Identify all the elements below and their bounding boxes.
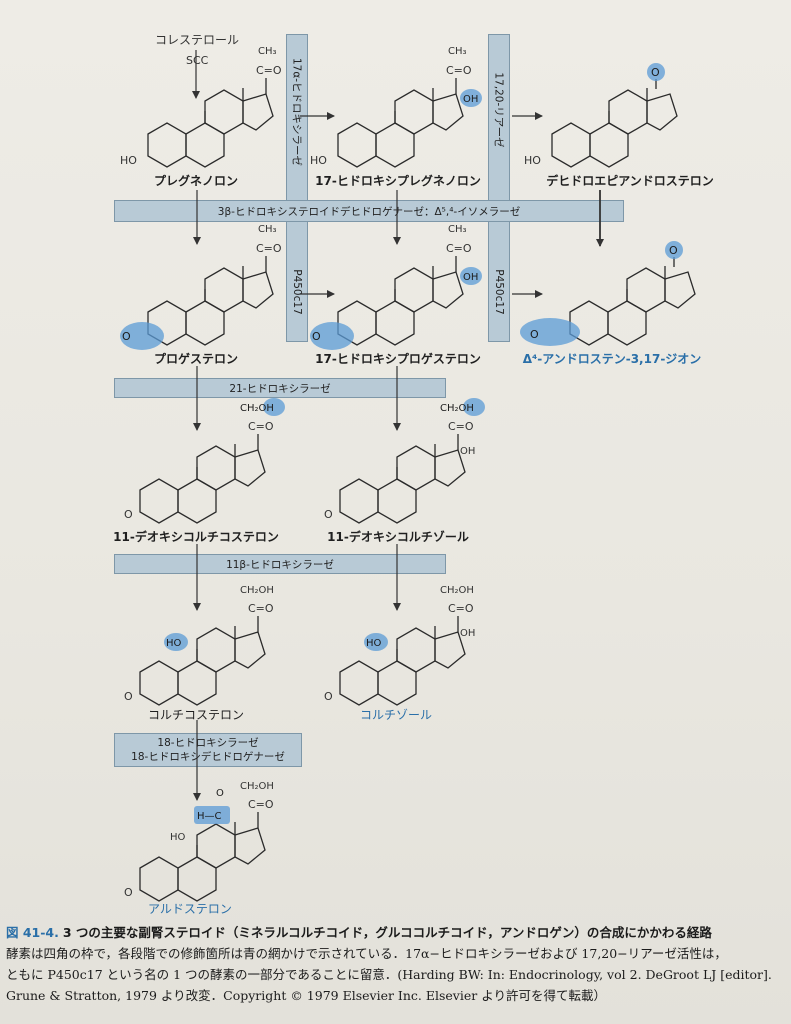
cholesterol-label: コレステロール [155, 33, 239, 47]
deoxycortisol-structure: C=O CH₂OH OH O [324, 398, 485, 524]
deoxycorticosterone-co: C=O [248, 420, 274, 433]
dhea-ho: HO [524, 154, 541, 167]
corticosterone-o: O [124, 690, 133, 703]
hydroxyprogesterone-oh-highlight [460, 267, 482, 285]
deoxycortisol-ch2oh: CH₂OH [440, 403, 474, 414]
deoxycorticosterone-structure: C=O CH₂OH O [124, 398, 285, 524]
deoxycorticosterone-ch2oh: CH₂OH [240, 403, 274, 414]
caption-line1: 図 41-4. 3 つの主要な副腎ステロイド（ミネラルコルチコイド，グルココルチ… [6, 922, 786, 943]
androstenedione-o3: O [530, 328, 539, 341]
androstenedione-structure: O O [520, 241, 696, 346]
hydroxypregnenolone-oh: OH [463, 94, 478, 105]
cortisol-ho-highlight [364, 633, 388, 651]
hydroxyprogesterone-oh: OH [463, 272, 478, 283]
caption-figure-number: 図 41-4. [6, 925, 59, 940]
cortisol-ho: HO [366, 638, 382, 649]
caption-line2: 酵素は四角の枠で，各段階での修飾箇所は青の網かけで示されている．17α−ヒドロキ… [6, 946, 727, 961]
hydroxyprogesterone-name: 17-ヒドロキシプロゲステロン [315, 352, 481, 366]
deoxycortisol-o: O [324, 508, 333, 521]
hydroxypregnenolone-co: C=O [446, 64, 472, 77]
hydroxypregnenolone-structure: C=O CH₃ OH HO [310, 46, 482, 168]
cyp21-enzyme-label: 21-ヒドロキシラーゼ [229, 382, 331, 395]
corticosterone-co: C=O [248, 602, 274, 615]
hsd3b-enzyme-label: 3β-ヒドロキシステロイドデヒドロゲナーゼ：Δ⁵,⁴-イソメラーゼ [217, 205, 521, 218]
corticosterone-ch2oh: CH₂OH [240, 585, 274, 596]
corticosterone-name: コルチコステロン [147, 708, 245, 722]
corticosterone-structure: C=O CH₂OH HO O [124, 585, 274, 706]
progesterone-structure: C=O CH₃ O [120, 224, 282, 350]
cortisol-name: コルチゾール [359, 708, 433, 722]
progesterone-o: O [122, 330, 131, 343]
corticosterone-ho: HO [166, 638, 182, 649]
aldosterone-name: アルドステロン [148, 902, 232, 916]
progesterone-co: C=O [256, 242, 282, 255]
cyp11b2-enzyme-band: 18-ヒドロキシラーゼ 18-ヒドロキシデヒドロゲナーゼ [114, 733, 302, 767]
hydroxyprogesterone-co: C=O [446, 242, 472, 255]
progesterone-ch3: CH₃ [258, 224, 277, 235]
deoxycorticosterone-name: 11-デオキシコルチコステロン [113, 530, 279, 544]
cyp11b2-label-line1: 18-ヒドロキシラーゼ [157, 737, 259, 749]
p450c17-lyase-band [488, 34, 510, 342]
hydroxyprogesterone-structure: C=O CH₃ OH O [310, 224, 482, 350]
caption-line4: Grune & Stratton, 1979 より改変．Copyright © … [6, 988, 606, 1003]
androstenedione-o17: O [669, 244, 678, 257]
hydroxypregnenolone-ho: HO [310, 154, 327, 167]
caption-line3: ともに P450c17 という名の 1 つの酵素の一部分であることに留意．(Ha… [6, 967, 772, 982]
progesterone-name: プロゲステロン [153, 352, 239, 366]
cyp17-hydroxylase-label: 17α-ヒドロキシラーゼ [290, 57, 303, 167]
aldosterone-o: O [124, 886, 133, 899]
deoxycortisol-oh: OH [460, 446, 475, 457]
cyp17-lyase-label: 17,20-リアーゼ [492, 72, 505, 148]
p450c17-label-left: P450c17 [291, 269, 303, 315]
figure-caption: 図 41-4. 3 つの主要な副腎ステロイド（ミネラルコルチコイド，グルココルチ… [6, 922, 786, 1006]
pregnenolone-ch3: CH₃ [258, 46, 277, 57]
pregnenolone-co: C=O [256, 64, 282, 77]
androstenedione-ketone-highlight [520, 318, 580, 346]
p450c17-hydroxylase-band [286, 34, 308, 342]
cortisol-co: C=O [448, 602, 474, 615]
corticosterone-ho-highlight [164, 633, 188, 651]
pregnenolone-ho: HO [120, 154, 137, 167]
hydroxyprogesterone-ketone-highlight [310, 322, 354, 350]
deoxycortisol-oh-highlight [463, 398, 485, 416]
dhea-structure: O HO [524, 63, 678, 168]
pregnenolone-structure: C=O CH₃ HO [120, 46, 282, 168]
dhea-name: デヒドロエピアンドロステロン [546, 174, 714, 188]
hydroxypregnenolone-ch3: CH₃ [448, 46, 467, 57]
hydroxypregnenolone-oh-highlight [460, 89, 482, 107]
dhea-o-highlight [647, 63, 665, 81]
aldosterone-ch2oh: CH₂OH [240, 781, 274, 792]
dhea-o: O [651, 66, 660, 79]
aldosterone-hc: H—C [197, 811, 222, 822]
cortisol-o: O [324, 690, 333, 703]
steroid-pathway-diagram: コレステロール SCC C=O CH₃ HO C=O CH₃ OH HO O H… [120, 33, 696, 902]
caption-title: 3 つの主要な副腎ステロイド（ミネラルコルチコイド，グルココルチコイド，アンドロ… [62, 925, 712, 940]
aldosterone-aldehyde-o: O [216, 788, 224, 799]
pregnenolone-name: プレグネノロン [153, 174, 239, 188]
aldosterone-aldehyde-highlight [194, 806, 230, 824]
hydroxypregnenolone-name: 17-ヒドロキシプレグネノロン [315, 174, 481, 188]
cyp11b1-enzyme-label: 11β-ヒドロキシラーゼ [226, 558, 334, 571]
cortisol-ch2oh: CH₂OH [440, 585, 474, 596]
deoxycortisol-co: C=O [448, 420, 474, 433]
aldosterone-ho: HO [170, 832, 186, 843]
androstenedione-o17-highlight [665, 241, 683, 259]
p450c17-label-right: P450c17 [493, 269, 505, 315]
scc-label: SCC [186, 54, 209, 67]
androstenedione-name: Δ⁴-アンドロステン-3,17-ジオン [522, 352, 702, 366]
cortisol-structure: C=O CH₂OH OH HO O [324, 585, 475, 706]
progesterone-ketone-highlight [120, 322, 164, 350]
cortisol-oh: OH [460, 628, 475, 639]
aldosterone-structure: C=O CH₂OH H—C O HO O [124, 781, 274, 902]
hsd3b-enzyme-band: 3β-ヒドロキシステロイドデヒドロゲナーゼ：Δ⁵,⁴-イソメラーゼ [114, 200, 624, 222]
hydroxyprogesterone-o: O [312, 330, 321, 343]
deoxycorticosterone-o: O [124, 508, 133, 521]
deoxycorticosterone-oh-highlight [263, 398, 285, 416]
aldosterone-co: C=O [248, 798, 274, 811]
hydroxyprogesterone-ch3: CH₃ [448, 224, 467, 235]
cyp11b2-label-line2: 18-ヒドロキシデヒドロゲナーゼ [131, 751, 285, 763]
deoxycortisol-name: 11-デオキシコルチゾール [327, 530, 469, 544]
